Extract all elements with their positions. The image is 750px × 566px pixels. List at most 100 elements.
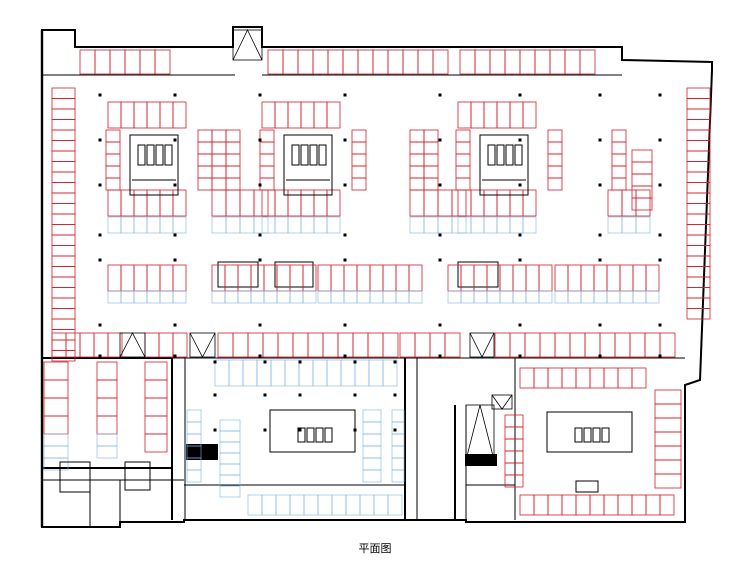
stair-core [546, 411, 633, 453]
parking-stall [494, 332, 511, 358]
parking-stall [549, 49, 566, 75]
parking-stall [589, 367, 605, 389]
parking-stall [197, 153, 213, 167]
lift-shaft [514, 144, 523, 166]
parking-stall [211, 165, 227, 179]
parking-stall [342, 49, 359, 75]
structural-column [258, 138, 262, 142]
ramp [119, 332, 146, 358]
parking-stall [219, 430, 241, 443]
structural-column [343, 258, 347, 262]
parking-stall [267, 49, 284, 75]
parking-stall [369, 290, 384, 304]
parking-stall [635, 216, 651, 234]
parking-stall [340, 359, 356, 387]
parking-stall [686, 245, 711, 257]
parking-stall [547, 494, 563, 516]
parking-stall [525, 264, 540, 292]
parking-stall [109, 49, 126, 75]
structural-column [98, 354, 102, 358]
parking-stall [105, 177, 121, 191]
parking-stall [632, 290, 647, 304]
parking-stall [414, 332, 431, 358]
parking-stall [686, 266, 711, 278]
parking-stall [43, 445, 69, 459]
parking-stall [211, 177, 227, 191]
parking-stall [93, 332, 109, 358]
structural-column [518, 183, 522, 187]
parking-stall [567, 290, 582, 304]
parking-stall [362, 457, 382, 471]
stair-core [269, 409, 356, 453]
parking-stall [172, 290, 187, 304]
parking-stall [437, 189, 453, 217]
parking-stall [330, 290, 345, 304]
parking-stall [186, 409, 202, 423]
parking-stall [65, 332, 81, 358]
parking-stall [51, 287, 76, 299]
lift-shaft [592, 427, 601, 443]
stair-core [59, 461, 91, 493]
structural-column [518, 233, 522, 237]
parking-stall [51, 108, 76, 120]
parking-stall [499, 290, 514, 304]
parking-stall [107, 264, 122, 292]
parking-stall [225, 177, 241, 191]
lift-shaft [574, 427, 583, 443]
ramp [232, 29, 263, 61]
parking-stall [146, 101, 161, 129]
parking-stall [237, 290, 252, 304]
parking-stall [395, 290, 410, 304]
parking-stall [312, 359, 328, 387]
parking-stall [575, 367, 591, 389]
parking-stall [313, 216, 328, 234]
structural-column [258, 233, 262, 237]
parking-stall [423, 153, 439, 167]
parking-stall [275, 494, 291, 516]
parking-stall [322, 332, 339, 358]
parking-stall [105, 141, 121, 155]
parking-stall [312, 49, 329, 75]
parking-stall [259, 177, 275, 191]
parking-stall [451, 216, 467, 234]
parking-stall [402, 49, 419, 75]
parking-stall [504, 462, 524, 476]
parking-stall [211, 153, 227, 167]
parking-stall [686, 140, 711, 152]
parking-stall [197, 129, 213, 143]
structural-column [438, 258, 442, 262]
parking-stall [253, 189, 269, 217]
parking-stall [51, 234, 76, 246]
parking-stall [300, 216, 315, 234]
parking-stall [120, 101, 135, 129]
parking-stall [219, 485, 241, 498]
parking-stall [538, 264, 553, 292]
parking-stall [580, 264, 595, 292]
parking-stall [483, 216, 498, 234]
parking-stall [51, 318, 76, 330]
structural-column [353, 393, 357, 397]
parking-stall [504, 426, 524, 440]
parking-stall [261, 101, 276, 129]
parking-stall [547, 165, 563, 179]
lift-shaft [318, 144, 327, 166]
parking-stall [654, 431, 682, 447]
structural-column [438, 138, 442, 142]
parking-stall [686, 297, 711, 309]
parking-stall [437, 216, 453, 234]
parking-stall [423, 216, 439, 234]
parking-stall [326, 216, 341, 234]
lift-shaft [155, 144, 164, 166]
parking-stall [538, 290, 553, 304]
parking-stall [250, 290, 265, 304]
parking-stall [225, 129, 241, 143]
parking-stall [547, 177, 563, 191]
parking-stall [107, 332, 123, 358]
parking-stall [270, 359, 286, 387]
parking-stall [654, 445, 682, 461]
parking-stall [357, 49, 374, 75]
lift-shaft [291, 144, 300, 166]
parking-stall [645, 290, 660, 304]
parking-stall [395, 264, 410, 292]
parking-stall [262, 332, 279, 358]
